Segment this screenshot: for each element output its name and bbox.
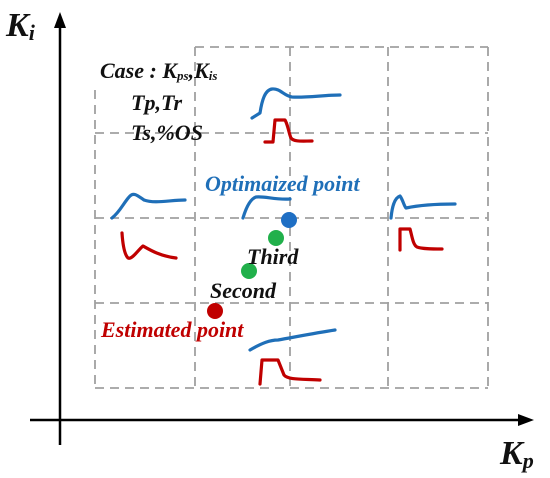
x-axis-label-sub: p bbox=[522, 448, 534, 473]
blue-response-curve bbox=[250, 87, 342, 120]
x-axis-arrow bbox=[518, 414, 534, 426]
y-axis-label: Ki bbox=[6, 9, 35, 44]
response-curves bbox=[110, 87, 457, 386]
x-axis-label-main: K bbox=[500, 435, 523, 472]
third-label: Third bbox=[247, 244, 299, 269]
case-kp: K bbox=[162, 58, 178, 83]
estimated-point-marker bbox=[207, 303, 223, 319]
second-label: Second bbox=[210, 278, 276, 303]
case-prefix: Case : bbox=[100, 58, 163, 83]
blue-response-curve bbox=[248, 328, 337, 352]
red-response-curve bbox=[258, 358, 322, 386]
blue-response-curve bbox=[110, 192, 187, 220]
optimized-point-marker bbox=[281, 212, 297, 228]
red-response-curve bbox=[263, 118, 314, 144]
second-point-marker bbox=[241, 263, 257, 279]
case-ki: K bbox=[194, 58, 209, 83]
estimated-point-label: Estimated point bbox=[101, 317, 244, 342]
case-line-ts-os: Ts,%OS bbox=[131, 120, 203, 145]
case-label: Case : Kps,Kis bbox=[100, 58, 218, 83]
search-points bbox=[207, 212, 297, 319]
red-response-curve bbox=[398, 227, 444, 252]
y-axis-arrow bbox=[54, 12, 66, 28]
red-response-curve bbox=[120, 231, 178, 260]
case-sep: , bbox=[188, 58, 195, 83]
y-axis-label-sub: i bbox=[28, 20, 35, 45]
case-ki-sub: is bbox=[208, 68, 218, 83]
third-point-marker bbox=[268, 230, 284, 246]
case-kp-sub: ps bbox=[177, 68, 189, 83]
x-axis-label: Kp bbox=[500, 437, 534, 472]
optimized-point-label: Optimaized point bbox=[205, 171, 360, 196]
blue-response-curve bbox=[389, 194, 457, 220]
blue-response-curve bbox=[241, 195, 292, 220]
case-line-tp-tr: Tp,Tr bbox=[131, 90, 183, 115]
y-axis-label-main: K bbox=[6, 7, 29, 44]
axes bbox=[30, 12, 534, 445]
